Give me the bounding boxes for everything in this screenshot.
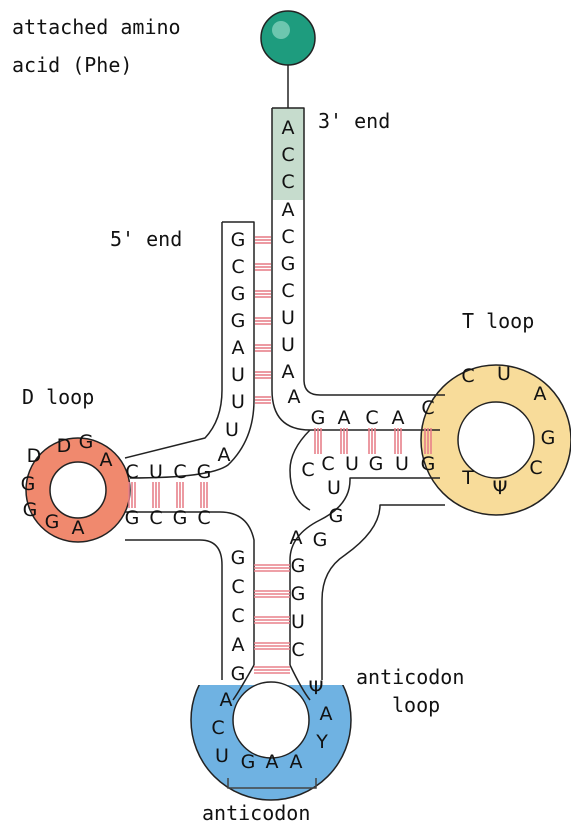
nucleotide-d-stem-bottom-3: G [173, 507, 188, 529]
nucleotide-d-loop-6: G [23, 499, 38, 521]
nucleotide-acceptor-stem-3prime-6: U [281, 334, 295, 356]
nucleotide-t-loop-2: Ψ [493, 477, 508, 499]
nucleotide-anticodon-stem-3prime-2: U [291, 611, 305, 633]
nucleotide-acceptor-stem-5prime-2: C [231, 256, 244, 278]
nucleotide-acceptor-stem-3prime-1: A [282, 199, 295, 221]
anticodon-loop-hole [233, 682, 309, 758]
nucleotide-d-stem-top-2: U [149, 461, 163, 483]
nucleotide-acceptor-stem-5prime-6: U [231, 364, 245, 386]
nucleotide-anticodon-stem-5prime-3: C [231, 605, 244, 627]
nucleotide-linker-5prime-1: U [225, 419, 239, 441]
nucleotide-acceptor-stem-3prime-3: G [281, 253, 296, 275]
anticodon-loop-label-line2: loop [392, 693, 440, 717]
nucleotide-d-loop-7: G [45, 511, 60, 533]
nucleotide-d-stem-top-3: C [173, 461, 186, 483]
nucleotide-t-loop-1: T [461, 467, 474, 489]
nucleotide-t-stem-bottom-2: U [345, 453, 359, 475]
nucleotide-acceptor-stem-5prime-5: A [232, 337, 245, 359]
nucleotide-anticodon-loop-3: U [215, 745, 229, 767]
nucleotide-t-loop-6: U [497, 363, 511, 385]
nucleotide-t-stem-top-1: G [311, 407, 326, 429]
nucleotide-acceptor-stem-3prime-8: A [288, 386, 301, 408]
nucleotide-t-loop-3: C [529, 457, 542, 479]
nucleotide-d-stem-bottom-4: C [197, 507, 210, 529]
anticodon-label: anticodon [202, 801, 310, 825]
nucleotide-anticodon-loop-8: A [320, 703, 333, 725]
anticodon-loop-label-line1: anticodon [356, 665, 464, 689]
nucleotide-d-stem-top-1: C [125, 461, 138, 483]
nucleotide-d-stem-bottom-1: G [125, 507, 140, 529]
nucleotide-d-loop-1: A [100, 449, 113, 471]
nucleotide-linker-5prime-2: A [218, 444, 231, 466]
base-pair-bonds [129, 237, 431, 673]
five-prime-end-label: 5' end [110, 227, 182, 251]
amino-acid-ball [261, 11, 315, 65]
nucleotide-d-loop-5: G [21, 473, 36, 495]
nucleotide-d-loop-4: D [27, 445, 42, 467]
nucleotide-anticodon-stem-5prime-2: C [231, 576, 244, 598]
nucleotide-variable-loop-3: U [327, 477, 341, 499]
nucleotide-anticodon-stem-3prime-1: C [291, 639, 304, 661]
nucleotide-d-stem-top-4: G [197, 461, 212, 483]
nucleotide-anticodon-stem-5prime-5: G [231, 663, 246, 685]
nucleotide-anticodon-loop-2: C [211, 717, 224, 739]
nucleotide-t-loop-4: G [541, 427, 556, 449]
nucleotide-anticodon-loop-1: A [220, 689, 233, 711]
amino-acid-label-line1: attached amino [12, 15, 181, 39]
three-prime-end-label: 3' end [318, 109, 390, 133]
nucleotide-variable-loop-1: G [313, 529, 328, 551]
nucleotide-acceptor-stem-3prime-5: U [281, 307, 295, 329]
nucleotide-d-loop-8: A [72, 517, 85, 539]
nucleotide-acceptor-stem-3prime-4: C [281, 280, 294, 302]
nucleotide-t-loop-5: A [534, 383, 547, 405]
nucleotide-anticodon-stem-3prime-5: A [290, 527, 303, 549]
nucleotide-acceptor-stem-5prime-3: G [231, 283, 246, 305]
nucleotide-acceptor-stem-5prime-4: G [231, 310, 246, 332]
nucleotide-t-stem-top-2: A [338, 407, 351, 429]
nucleotide-t-stem-bottom-4: U [395, 453, 409, 475]
nucleotide-anticodon-loop-4: G [241, 751, 256, 773]
nucleotide-t-stem-top-3: C [365, 407, 378, 429]
nucleotide-d-loop-2: G [79, 431, 94, 453]
nucleotide-anticodon-stem-5prime-4: A [232, 634, 245, 656]
d-loop-hole [50, 462, 106, 518]
nucleotide-anticodon-stem-5prime-1: G [231, 547, 246, 569]
nucleotide-anticodon-loop-7: Y [315, 731, 328, 753]
nucleotide-t-stem-bottom-5: G [421, 453, 436, 475]
nucleotide-d-loop-3: D [57, 435, 72, 457]
nucleotide-t-stem-bottom-3: G [369, 453, 384, 475]
nucleotide-variable-loop-2: G [329, 505, 344, 527]
d-loop-label: D loop [22, 385, 94, 409]
nucleotide-anticodon-stem-3prime-3: G [291, 583, 306, 605]
nucleotide-t-stem-top-5: C [421, 397, 434, 419]
t-loop-label: T loop [462, 309, 534, 333]
nucleotide-acceptor-stem-5prime-1: G [231, 229, 246, 251]
nucleotide-acceptor-tail-3: C [281, 171, 294, 193]
amino-acid-label-line2: acid (Phe) [12, 53, 132, 77]
nucleotide-acceptor-tail-1: A [282, 117, 295, 139]
nucleotide-t-loop-7: C [461, 365, 474, 387]
nucleotide-acceptor-stem-5prime-7: U [231, 391, 245, 413]
nucleotide-anticodon-stem-3prime-4: G [291, 555, 306, 577]
amino-acid-highlight [272, 21, 290, 39]
nucleotide-acceptor-stem-3prime-7: A [282, 361, 295, 383]
nucleotide-acceptor-tail-2: C [281, 144, 294, 166]
nucleotide-d-stem-bottom-2: C [149, 507, 162, 529]
nucleotide-t-stem-top-4: A [392, 407, 405, 429]
nucleotide-anticodon-loop-6: A [290, 751, 303, 773]
nucleotide-anticodon-loop-5: A [266, 751, 279, 773]
nucleotide-variable-loop-4: C [301, 459, 314, 481]
nucleotide-acceptor-stem-3prime-2: C [281, 226, 294, 248]
nucleotide-t-stem-bottom-1: C [321, 453, 334, 475]
nucleotide-anticodon-loop-9: Ψ [309, 677, 324, 699]
